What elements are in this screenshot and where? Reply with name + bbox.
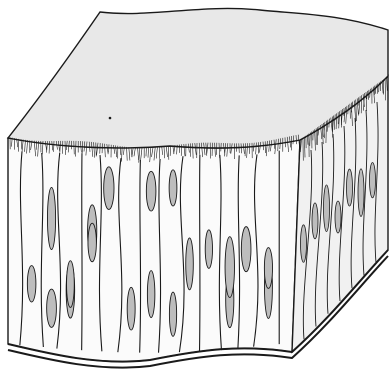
nucleus [88,223,96,262]
nucleus [147,271,155,318]
nucleus [225,237,234,298]
nucleus [264,248,272,289]
nucleus [104,167,114,210]
surface-speck [109,117,112,120]
nucleus [169,292,176,336]
nucleus [47,289,57,327]
nucleus [347,169,353,206]
nucleus [127,287,135,330]
nucleus [312,203,318,239]
nucleus [324,185,330,232]
nucleus [47,187,55,249]
nucleus [67,261,75,308]
nucleus [241,227,251,272]
nucleus [186,238,194,290]
nucleus [27,266,36,302]
nucleus [146,171,156,211]
nucleus [370,163,376,198]
nucleus [169,170,177,206]
nucleus [205,230,212,269]
nucleus [358,169,364,217]
nucleus [335,201,341,233]
nucleus [301,225,307,262]
